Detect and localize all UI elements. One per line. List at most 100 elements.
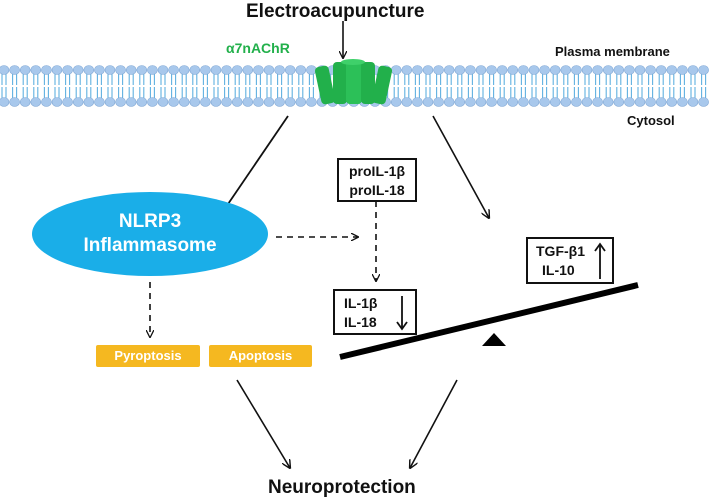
lipid-head <box>9 65 20 75</box>
pro-inflammatory-line2: IL-18 <box>344 314 377 330</box>
lipid-head <box>30 65 42 75</box>
lipid-head <box>624 97 635 107</box>
lipid-head <box>178 97 190 107</box>
lipid-head <box>306 97 317 107</box>
apoptosis-badge: Apoptosis <box>209 345 312 367</box>
lipid-head <box>104 97 116 107</box>
lipid-head <box>401 65 413 75</box>
lipid-head <box>655 97 667 107</box>
stimulus-title: Electroacupuncture <box>246 1 425 22</box>
lipid-head <box>274 65 285 75</box>
balance-fulcrum <box>482 333 506 346</box>
lipid-head <box>19 97 31 107</box>
lipid-head <box>147 97 158 107</box>
lipid-head <box>687 97 699 107</box>
lipid-head <box>518 65 529 75</box>
lipid-head <box>115 65 126 75</box>
arrow-death-to-neuroprotection <box>236 379 290 468</box>
lipid-head <box>157 97 169 107</box>
lipid-head <box>62 65 73 75</box>
lipid-head <box>560 97 572 107</box>
lipid-head <box>666 97 678 107</box>
lipid-head <box>549 65 561 75</box>
lipid-head <box>30 97 42 107</box>
lipid-head <box>486 65 497 75</box>
arrow-to-balance <box>432 115 489 218</box>
lipid-head <box>655 65 667 75</box>
lipid-head <box>390 65 402 75</box>
lipid-head <box>634 65 646 75</box>
lipid-head <box>231 97 243 107</box>
lipid-head <box>189 65 201 75</box>
lipid-head <box>72 65 84 75</box>
lipid-head <box>51 97 63 107</box>
lipid-head <box>0 65 10 75</box>
pro-inflammatory-box: IL-1β IL-18 <box>333 289 417 335</box>
lipid-head <box>284 97 296 107</box>
precursor-line2: proIL-18 <box>349 182 405 198</box>
lipid-head <box>613 65 625 75</box>
lipid-head <box>178 65 190 75</box>
lipid-head <box>677 65 688 75</box>
alpha7-nachr-receptor <box>314 59 393 105</box>
lipid-head <box>507 65 519 75</box>
lipid-head <box>412 65 423 75</box>
lipid-head <box>560 65 572 75</box>
lipid-head <box>698 65 709 75</box>
lipid-head <box>571 65 582 75</box>
lipid-head <box>306 65 317 75</box>
inflammasome-line1: NLRP3 <box>118 211 182 232</box>
lipid-head <box>486 97 497 107</box>
anti-inflammatory-line1: TGF-β1 <box>536 243 585 259</box>
down-arrow-icon <box>396 296 408 331</box>
lipid-head <box>454 65 466 75</box>
lipid-head <box>115 97 126 107</box>
plasma-membrane-label: Plasma membrane <box>555 44 670 59</box>
lipid-head <box>136 65 148 75</box>
lipid-head <box>200 65 211 75</box>
lipid-head <box>602 97 614 107</box>
lipid-head <box>454 97 466 107</box>
lipid-head <box>465 97 476 107</box>
lipid-head <box>401 97 413 107</box>
lipid-head <box>613 97 625 107</box>
precursor-box: proIL-1β proIL-18 <box>337 158 417 202</box>
lipid-head <box>433 97 444 107</box>
lipid-head <box>687 65 699 75</box>
lipid-head <box>592 97 603 107</box>
lipid-head <box>549 97 561 107</box>
lipid-head <box>168 65 179 75</box>
lipid-head <box>496 97 508 107</box>
lipid-head <box>263 65 275 75</box>
lipid-head <box>210 65 222 75</box>
inhibition-line <box>217 115 289 214</box>
pyroptosis-badge: Pyroptosis <box>96 345 200 367</box>
lipid-head <box>539 65 550 75</box>
lipid-head <box>496 65 508 75</box>
lipid-head <box>295 65 307 75</box>
plasma-membrane-bilayer <box>0 65 709 107</box>
lipid-head <box>284 65 296 75</box>
lipid-head <box>433 65 444 75</box>
inflammasome-line2: Inflammasome <box>83 235 217 256</box>
lipid-head <box>518 97 529 107</box>
lipid-head <box>666 65 678 75</box>
outcome-label: Neuroprotection <box>268 477 416 498</box>
lipid-head <box>581 97 593 107</box>
lipid-head <box>274 97 285 107</box>
lipid-head <box>94 65 105 75</box>
lipid-head <box>221 97 232 107</box>
anti-inflammatory-line2: IL-10 <box>542 262 575 278</box>
lipid-head <box>231 65 243 75</box>
lipid-head <box>528 65 540 75</box>
lipid-head <box>125 97 137 107</box>
lipid-head <box>465 65 476 75</box>
lipid-head <box>412 97 423 107</box>
pro-inflammatory-line1: IL-1β <box>344 295 378 311</box>
lipid-head <box>62 97 73 107</box>
nlrp3-inflammasome-shape <box>32 192 268 276</box>
arrow-balance-to-neuroprotection <box>410 379 458 468</box>
lipid-head <box>443 97 455 107</box>
